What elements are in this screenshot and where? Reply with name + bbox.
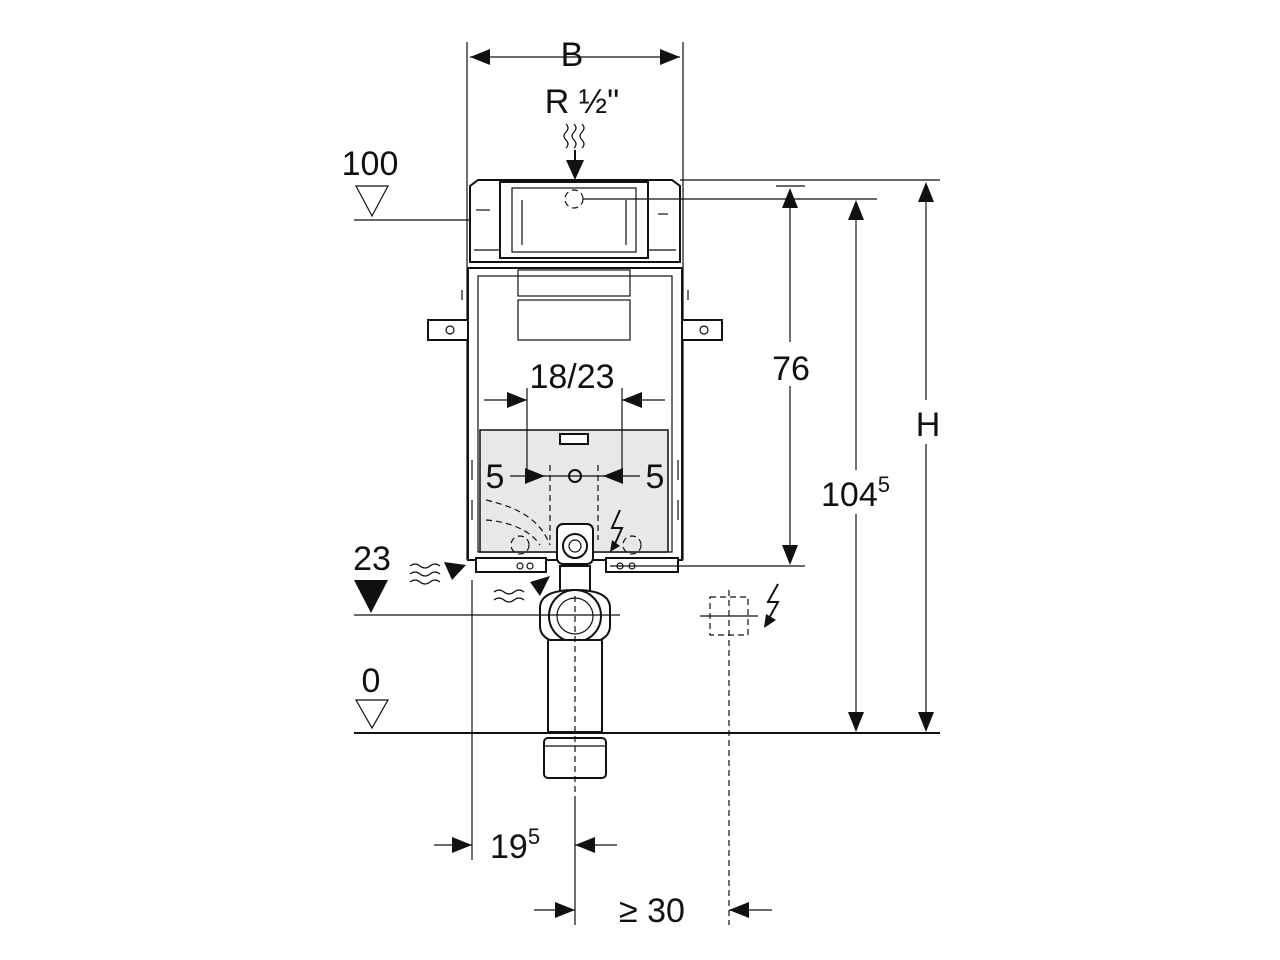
dim-18-23-label: 18/23 — [529, 358, 614, 396]
width-label: B — [561, 36, 584, 74]
cistern — [469, 179, 877, 263]
level-0-marker: 0 — [354, 662, 940, 734]
dim-30-label: ≥ 30 — [619, 892, 685, 930]
water-supply-icon — [493, 589, 525, 603]
electrical-box — [700, 583, 780, 925]
level-0-label: 0 — [362, 662, 381, 700]
dim-5-right-label: 5 — [646, 458, 665, 496]
dim-30: ≥ 30 — [534, 800, 772, 930]
water-connection: R ½" — [545, 83, 619, 180]
dim-18-23: 18/23 — [484, 358, 665, 480]
dim-76-label: 76 — [772, 350, 810, 388]
height-dimension: H — [680, 179, 946, 732]
connection-label: R ½" — [545, 83, 619, 121]
dim-104: 1045 — [818, 200, 910, 732]
dim-19-5: 195 — [434, 580, 617, 866]
dim-104-label: 1045 — [821, 472, 890, 514]
dim-5-left-label: 5 — [486, 458, 505, 496]
water-supply-icon — [409, 563, 441, 585]
level-100-label: 100 — [342, 145, 399, 183]
level-100-marker: 100 — [342, 145, 478, 221]
electrical-icon — [610, 509, 624, 552]
level-triangle-icon — [354, 580, 388, 613]
dim-76: 76 — [610, 185, 815, 567]
level-23-marker: 23 — [353, 540, 620, 616]
dim-19-5-label: 195 — [490, 824, 540, 866]
level-23-label: 23 — [353, 540, 391, 578]
electrical-icon — [764, 583, 780, 628]
dim-5-5: 5 5 — [486, 458, 665, 496]
level-triangle-icon — [355, 185, 389, 218]
height-label: H — [916, 406, 941, 444]
water-supply-icon — [563, 123, 585, 149]
flush-pipe — [530, 465, 620, 800]
level-triangle-icon — [354, 699, 390, 730]
